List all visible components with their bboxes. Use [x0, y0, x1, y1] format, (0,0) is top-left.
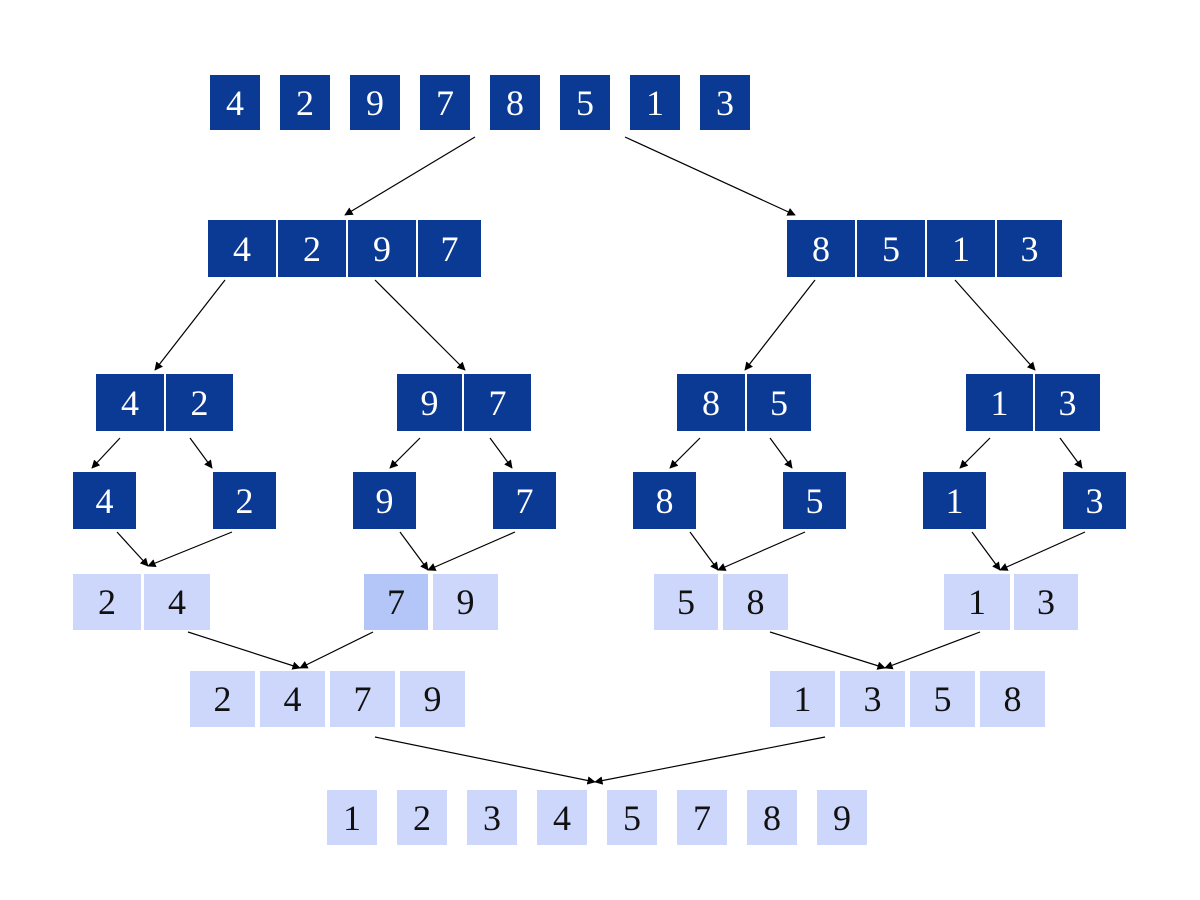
arrow-21 — [999, 531, 1086, 571]
array-cell: 4 — [96, 374, 164, 431]
arrow-4 — [744, 279, 816, 371]
array-cell: 3 — [1035, 374, 1100, 431]
arrow-2 — [154, 279, 226, 371]
array-cell: 7 — [677, 790, 727, 845]
array-cell: 5 — [910, 671, 975, 727]
arrow-12 — [959, 437, 991, 469]
array-cell: 7 — [493, 472, 556, 529]
array-cell: 2 — [397, 790, 447, 845]
array-cell: 2 — [278, 220, 346, 277]
array-cell: 1 — [927, 220, 995, 277]
array-cell: 3 — [840, 671, 905, 727]
arrow-22 — [187, 631, 301, 670]
array-cell: 9 — [433, 574, 498, 630]
array-cell: 3 — [700, 75, 750, 130]
arrow-6 — [91, 437, 121, 469]
array-cell: 9 — [353, 472, 416, 529]
array-cell: 7 — [464, 374, 531, 431]
arrow-7 — [189, 437, 213, 469]
array-cell: 4 — [208, 220, 276, 277]
array-cell: 3 — [467, 790, 517, 845]
array-cell: 5 — [747, 374, 811, 431]
arrow-10 — [669, 437, 701, 469]
array-cell: 9 — [400, 671, 465, 727]
array-cell: 3 — [1063, 472, 1126, 529]
array-cell: 8 — [677, 374, 745, 431]
array-cell: 2 — [166, 374, 233, 431]
array-cell: 4 — [210, 75, 260, 130]
arrow-9 — [489, 437, 513, 469]
array-cell: 5 — [857, 220, 925, 277]
arrow-8 — [389, 437, 421, 469]
array-cell: 2 — [280, 75, 330, 130]
array-cell: 2 — [213, 472, 276, 529]
arrow-14 — [116, 531, 149, 567]
array-cell: 4 — [144, 574, 210, 630]
arrow-24 — [769, 631, 886, 670]
array-cell: 5 — [607, 790, 657, 845]
array-cell: 9 — [350, 75, 400, 130]
arrow-20 — [971, 531, 1001, 571]
arrow-25 — [884, 631, 981, 670]
array-cell: 9 — [817, 790, 867, 845]
array-cell: 3 — [997, 220, 1062, 277]
array-cell: 7 — [418, 220, 481, 277]
arrow-27 — [594, 736, 826, 785]
arrow-3 — [374, 279, 466, 371]
array-cell: 5 — [654, 574, 718, 630]
arrow-5 — [954, 279, 1036, 371]
array-cell: 7 — [420, 75, 470, 130]
array-cell: 5 — [783, 472, 846, 529]
arrow-0 — [344, 136, 476, 216]
arrow-11 — [769, 437, 793, 469]
array-cell: 7 — [330, 671, 395, 727]
array-cell: 8 — [787, 220, 855, 277]
array-cell: 4 — [260, 671, 325, 727]
array-cell: 7 — [364, 574, 428, 630]
array-cell: 3 — [1014, 574, 1078, 630]
array-cell: 4 — [537, 790, 587, 845]
array-cell: 1 — [923, 472, 986, 529]
arrow-13 — [1059, 437, 1083, 469]
array-cell: 8 — [747, 790, 797, 845]
array-cell: 8 — [723, 574, 788, 630]
arrow-17 — [427, 531, 516, 571]
array-cell: 1 — [327, 790, 377, 845]
array-cell: 1 — [630, 75, 680, 130]
arrow-23 — [299, 631, 374, 669]
array-cell: 2 — [73, 574, 141, 630]
arrow-1 — [624, 136, 796, 216]
array-cell: 2 — [190, 671, 255, 727]
arrow-18 — [689, 531, 719, 571]
array-cell: 8 — [633, 472, 696, 529]
array-cell: 5 — [560, 75, 610, 130]
array-cell: 9 — [348, 220, 416, 277]
arrow-16 — [399, 531, 429, 571]
array-cell: 1 — [770, 671, 835, 727]
array-cell: 9 — [397, 374, 462, 431]
arrow-15 — [147, 531, 233, 568]
array-cell: 1 — [944, 574, 1010, 630]
arrow-19 — [717, 531, 806, 571]
array-cell: 1 — [966, 374, 1033, 431]
array-cell: 8 — [980, 671, 1045, 727]
array-cell: 8 — [490, 75, 540, 130]
array-cell: 4 — [73, 472, 136, 529]
arrow-26 — [374, 736, 596, 785]
